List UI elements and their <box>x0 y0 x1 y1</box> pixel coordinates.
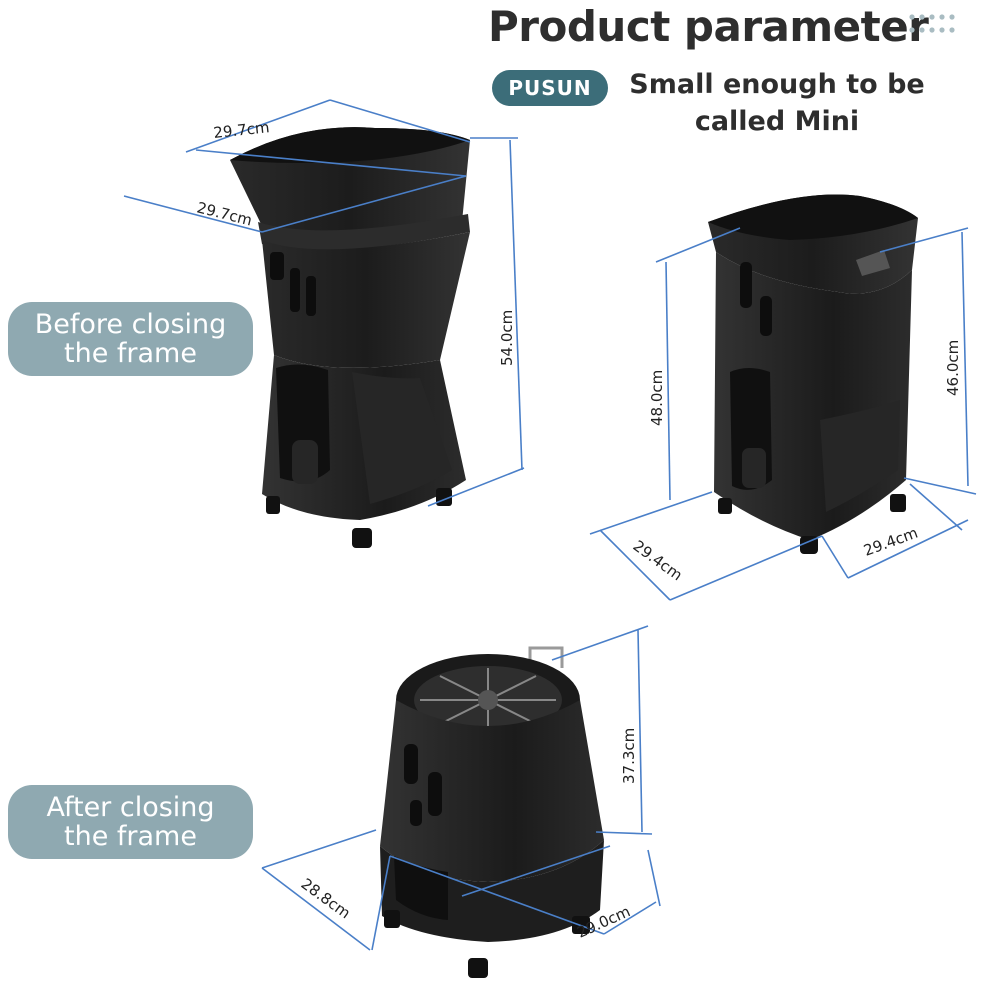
machine-open <box>708 194 918 554</box>
label-after-line-2: the frame <box>64 821 197 852</box>
dim-before-top-width: 29.7cm <box>213 118 271 142</box>
dim-closed-height: 37.3cm <box>620 728 638 784</box>
dim-before-height: 54.0cm <box>498 310 516 366</box>
brand-logo: PUSUN <box>492 70 608 106</box>
label-before-line-1: Before closing <box>34 309 227 340</box>
label-before-line-2: the frame <box>64 338 197 369</box>
dim-closed-base-depth: 28.8cm <box>298 875 354 923</box>
dim-open-base-depth: 29.4cm <box>630 537 686 585</box>
tagline-line-1: Small enough to be <box>629 69 925 100</box>
dimension-lines-open <box>589 227 977 601</box>
tagline: Small enough to be called Mini <box>622 66 932 140</box>
label-after-line-1: After closing <box>46 792 215 823</box>
label-after-closing: After closing the frame <box>8 785 253 859</box>
dimension-lines-before <box>123 99 525 507</box>
page-title: Product parameter <box>488 2 929 51</box>
machine-closed <box>380 646 604 978</box>
tagline-line-2: called Mini <box>694 106 860 137</box>
decorative-dots-icon <box>909 14 955 33</box>
machine-before-closing <box>230 127 470 548</box>
dim-open-height-front: 48.0cm <box>648 370 666 426</box>
dimension-lines-closed <box>261 625 661 951</box>
dim-open-base-width: 29.4cm <box>861 524 920 560</box>
dim-before-top-depth: 29.7cm <box>195 198 254 229</box>
label-before-closing: Before closing the frame <box>8 302 253 376</box>
dim-open-height-back: 46.0cm <box>944 340 962 396</box>
